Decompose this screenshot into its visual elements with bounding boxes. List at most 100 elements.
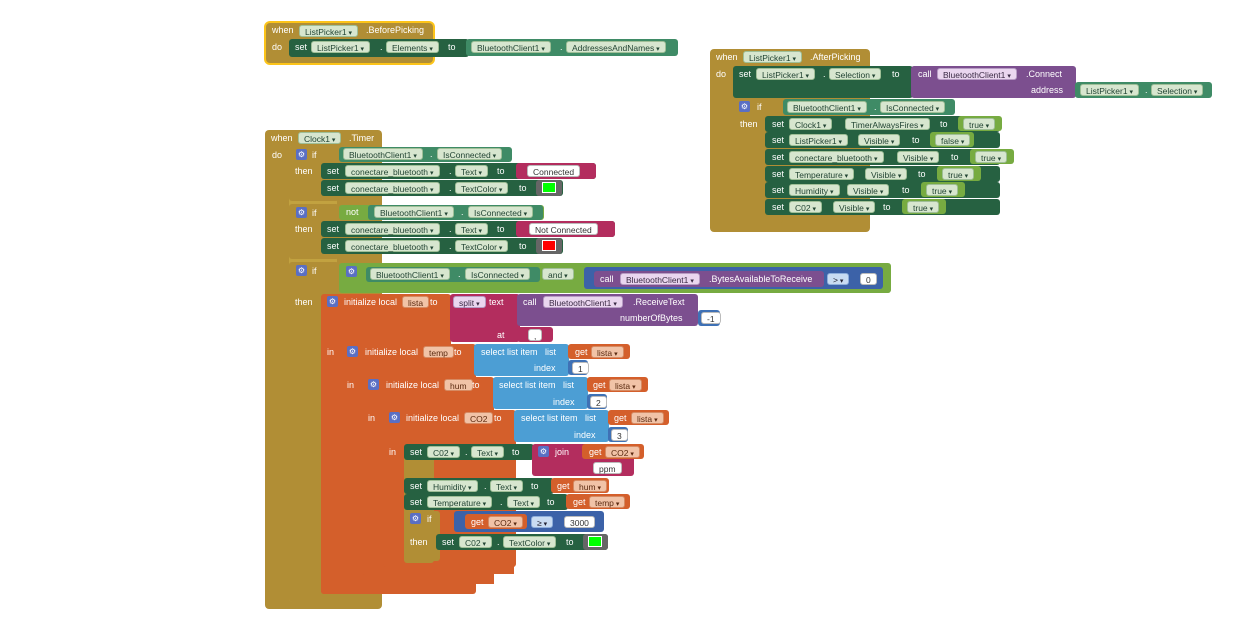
component-dropdown[interactable]: ListPicker1 xyxy=(299,25,359,37)
gear-icon[interactable]: ⚙ xyxy=(389,412,400,423)
component-dropdown[interactable]: Humidity xyxy=(789,184,840,196)
boolean-dropdown[interactable]: true xyxy=(907,201,940,213)
boolean-dropdown[interactable]: true xyxy=(942,168,975,180)
boolean-dropdown[interactable]: true xyxy=(963,118,996,130)
color-swatch-green[interactable] xyxy=(542,182,556,193)
local-name[interactable]: temp xyxy=(423,346,454,358)
property-dropdown[interactable]: IsConnected xyxy=(465,268,531,280)
property-dropdown[interactable]: IsConnected xyxy=(437,148,503,160)
variable-dropdown[interactable]: CO2 xyxy=(488,516,523,528)
component-dropdown[interactable]: ListPicker1 xyxy=(311,41,371,53)
property-dropdown[interactable]: TextColor xyxy=(503,536,557,548)
gear-icon[interactable]: ⚙ xyxy=(296,207,307,218)
property-dropdown[interactable]: Visible xyxy=(833,201,876,213)
property-dropdown[interactable]: Visible xyxy=(847,184,890,196)
property-dropdown[interactable]: Elements xyxy=(386,41,439,53)
component-dropdown[interactable]: ListPicker1 xyxy=(789,134,849,146)
variable-dropdown[interactable]: lista xyxy=(609,379,642,391)
component-dropdown[interactable]: Temperature xyxy=(789,168,855,180)
gear-icon[interactable]: ⚙ xyxy=(538,446,549,457)
property-dropdown[interactable]: Selection xyxy=(1151,84,1204,96)
component-dropdown[interactable]: BluetoothClient1 xyxy=(543,296,623,308)
local-name[interactable]: lista xyxy=(402,296,430,308)
text-value[interactable]: ppm xyxy=(593,462,622,474)
property-dropdown[interactable]: Text xyxy=(455,223,489,235)
color-swatch-red[interactable] xyxy=(542,240,556,251)
property-dropdown[interactable]: TextColor xyxy=(455,182,509,194)
number-value[interactable]: 2 xyxy=(590,396,607,408)
property-dropdown[interactable]: Visible xyxy=(865,168,908,180)
variable-dropdown[interactable]: lista xyxy=(631,412,664,424)
number-value[interactable]: 0 xyxy=(860,273,877,285)
gear-icon[interactable]: ⚙ xyxy=(347,346,358,357)
component-dropdown[interactable]: ListPicker1 xyxy=(1080,84,1140,96)
gear-icon[interactable]: ⚙ xyxy=(296,149,307,160)
kw-get: get xyxy=(573,497,586,507)
component-dropdown[interactable]: Clock1 xyxy=(789,118,833,130)
property-dropdown[interactable]: Text xyxy=(490,480,524,492)
variable-dropdown[interactable]: temp xyxy=(589,496,626,508)
component-dropdown[interactable]: BluetoothClient1 xyxy=(343,148,423,160)
boolean-dropdown[interactable]: false xyxy=(935,134,971,146)
component-dropdown[interactable]: conectare_bluetooth xyxy=(345,223,440,235)
select-list-item-block[interactable] xyxy=(514,410,609,442)
text-op-dropdown[interactable]: split xyxy=(453,296,486,308)
boolean-dropdown[interactable]: true xyxy=(975,151,1008,163)
gear-icon[interactable]: ⚙ xyxy=(410,513,421,524)
component-dropdown[interactable]: BluetoothClient1 xyxy=(370,268,450,280)
component-dropdown[interactable]: Temperature xyxy=(427,496,493,508)
component-dropdown[interactable]: BluetoothClient1 xyxy=(620,273,700,285)
component-dropdown[interactable]: ListPicker1 xyxy=(743,51,803,63)
property-dropdown[interactable]: Text xyxy=(455,165,489,177)
component-dropdown[interactable]: BluetoothClient1 xyxy=(471,41,551,53)
property-dropdown[interactable]: AddressesAndNames xyxy=(566,41,666,53)
gear-icon[interactable]: ⚙ xyxy=(327,296,338,307)
operator-dropdown[interactable]: > xyxy=(827,273,850,285)
local-name[interactable]: CO2 xyxy=(464,412,494,424)
number-value[interactable]: -1 xyxy=(701,312,721,324)
select-list-item-block[interactable] xyxy=(493,377,588,409)
component-dropdown[interactable]: conectare_bluetooth xyxy=(345,165,440,177)
property-dropdown[interactable]: TimerAlwaysFires xyxy=(845,118,930,130)
color-swatch-green[interactable] xyxy=(588,536,602,547)
component-dropdown[interactable]: Humidity xyxy=(427,480,478,492)
component-dropdown[interactable]: BluetoothClient1 xyxy=(787,101,867,113)
component-dropdown[interactable]: C02 xyxy=(459,536,493,548)
component-dropdown[interactable]: conectare_bluetooth xyxy=(345,182,440,194)
component-dropdown[interactable]: ListPicker1 xyxy=(756,68,816,80)
component-dropdown[interactable]: BluetoothClient1 xyxy=(937,68,1017,80)
variable-dropdown[interactable]: lista xyxy=(591,346,624,358)
property-dropdown[interactable]: IsConnected xyxy=(468,206,534,218)
boolean-dropdown[interactable]: true xyxy=(926,184,959,196)
number-value[interactable]: 1 xyxy=(572,362,589,374)
property-dropdown[interactable]: Selection xyxy=(829,68,882,80)
gear-icon[interactable]: ⚙ xyxy=(296,265,307,276)
number-value[interactable]: 3 xyxy=(611,429,628,441)
text-value[interactable]: Not Connected xyxy=(529,223,598,235)
select-list-item-block[interactable] xyxy=(474,344,569,376)
property-dropdown[interactable]: IsConnected xyxy=(880,101,946,113)
local-name[interactable]: hum xyxy=(444,379,473,391)
text-value[interactable]: Connected xyxy=(527,165,581,177)
component-dropdown[interactable]: C02 xyxy=(789,201,823,213)
text-value[interactable]: , xyxy=(528,329,543,341)
operator-dropdown[interactable]: ≥ xyxy=(531,516,554,528)
operator-dropdown[interactable]: and xyxy=(542,268,574,280)
gear-icon[interactable]: ⚙ xyxy=(346,266,357,277)
gear-icon[interactable]: ⚙ xyxy=(739,101,750,112)
number-value[interactable]: 3000 xyxy=(564,516,595,528)
gear-icon[interactable]: ⚙ xyxy=(368,379,379,390)
component-dropdown[interactable]: conectare_bluetooth xyxy=(345,240,440,252)
variable-dropdown[interactable]: hum xyxy=(573,480,608,492)
component-dropdown[interactable]: conectare_bluetooth xyxy=(789,151,884,163)
variable-dropdown[interactable]: CO2 xyxy=(605,446,640,458)
component-dropdown[interactable]: Clock1 xyxy=(298,132,342,144)
property-dropdown[interactable]: TextColor xyxy=(455,240,509,252)
property-dropdown[interactable]: Text xyxy=(471,446,505,458)
component-dropdown[interactable]: BluetoothClient1 xyxy=(374,206,454,218)
component-dropdown[interactable]: C02 xyxy=(427,446,461,458)
kw-set: set xyxy=(772,119,785,129)
property-dropdown[interactable]: Text xyxy=(507,496,541,508)
property-dropdown[interactable]: Visible xyxy=(858,134,901,146)
property-dropdown[interactable]: Visible xyxy=(897,151,940,163)
